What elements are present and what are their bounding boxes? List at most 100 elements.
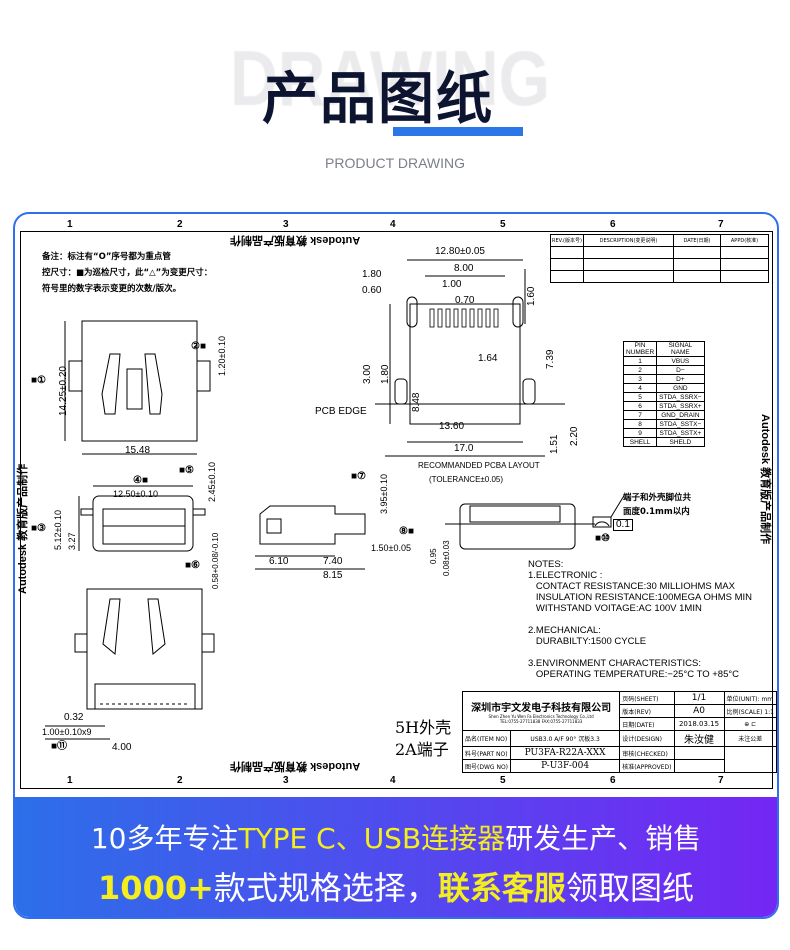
dim-label: 2.45±0.10	[207, 462, 217, 502]
signal-name: VBUS	[656, 356, 705, 366]
tolerance-label: 未注公差	[723, 730, 777, 747]
dim-label: 1.51	[549, 434, 560, 454]
projection-symbol-icon: ⊕ ⊏	[723, 717, 777, 731]
tolerance-box: 0.1	[613, 519, 633, 531]
dim-label: 6.10	[269, 556, 289, 567]
notes: NOTES: 1.ELECTRONIC : CONTACT RESISTANCE…	[528, 559, 752, 680]
drawing-frame	[20, 231, 773, 789]
signal-name: STDA_SSRX−	[656, 392, 705, 402]
pin-number: 6	[622, 401, 658, 411]
dim-label: 4.00	[112, 742, 132, 753]
rev-value: A0	[673, 704, 725, 718]
pin-number: 1	[622, 356, 658, 366]
pin-number: 8	[622, 419, 658, 429]
date-value: 2018.03.15	[673, 717, 725, 731]
banner-text: 10多年专注	[90, 822, 239, 855]
dim-label: 7.39	[545, 349, 556, 369]
drawing-card: 1 2 3 4 5 6 7 1 2 3 4 5 6 7 Autodesk 教育版…	[13, 212, 779, 919]
banner-text: 领取图纸	[565, 869, 694, 907]
column-label: 6	[610, 219, 616, 230]
dim-label: 14.25±0.20	[58, 366, 69, 416]
column-label: 2	[177, 219, 183, 230]
connector-front-view	[78, 485, 206, 552]
dim-label: 17.0	[454, 443, 474, 454]
dim-label: ⑧■	[399, 526, 415, 537]
design-label: 设计(DESIGN)	[619, 730, 675, 747]
signal-name: STDA_SSTX−	[656, 419, 705, 429]
pin-header: PIN NUMBER	[622, 341, 658, 357]
part-value: PU3FA-R22A-XXX	[510, 746, 621, 760]
shell-spec: 5H外壳	[395, 718, 452, 737]
coplanarity-note: 端子和外壳脚位共	[623, 493, 692, 503]
column-label: 1	[67, 219, 73, 230]
connector-flat-profile	[445, 493, 626, 550]
banner-highlight: TYPE C、USB连接器	[238, 822, 506, 855]
contact-service-highlight: 联系客服	[437, 869, 566, 907]
check-label: 审核(CHECKED)	[619, 746, 675, 760]
dim-label: ②■	[191, 341, 207, 352]
pin-number: 9	[622, 428, 658, 438]
connector-side-view	[255, 505, 366, 570]
dim-label: ■⑩	[595, 533, 611, 544]
pin-number: 4	[622, 383, 658, 393]
dim-label: 0.60	[362, 285, 382, 296]
dim-label: RECOMMANDED PCBA LAYOUT	[418, 461, 540, 470]
coplanarity-note: 面度0.1mm以内	[623, 507, 690, 517]
designer-value: 朱汝健	[673, 730, 725, 747]
column-label: 7	[718, 219, 724, 230]
dim-label: 15.48	[125, 445, 151, 456]
page-subtitle: PRODUCT DRAWING	[325, 155, 465, 171]
item-label: 品名(ITEM NO)	[461, 730, 512, 747]
dim-label: 5.12±0.10	[53, 510, 63, 550]
promo-banner: 10多年专注TYPE C、USB连接器研发生产、销售 1000+款式规格选择，联…	[15, 797, 777, 917]
dim-label: 1.64	[478, 353, 498, 364]
approve-label: 核准(APPROVED)	[619, 759, 675, 773]
dim-label: 3.27	[67, 532, 77, 550]
dim-label: PCB EDGE	[315, 406, 367, 417]
column-label: 3	[283, 775, 289, 786]
pin-number: 2	[622, 365, 658, 375]
dim-label: 3.95±0.10	[379, 474, 389, 514]
column-label: 4	[390, 219, 396, 230]
dim-label: 1.60	[526, 286, 537, 306]
terminal-spec: 2A端子	[395, 740, 449, 759]
part-label: 料号(PART NO)	[461, 746, 512, 760]
signal-name: SHELD	[656, 437, 705, 447]
company-name: 深圳市宇文发电子科技有限公司	[471, 702, 612, 714]
dim-label: ■③	[31, 523, 47, 534]
column-label: 2	[177, 775, 183, 786]
date-label: 日期(DATE)	[619, 717, 675, 731]
background-word-graphic	[230, 40, 560, 120]
dim-label: ■⑦	[351, 471, 367, 482]
pin-number: 7	[622, 410, 658, 420]
connector-bottom-view	[45, 588, 215, 740]
signal-name: GND_DRAIN	[656, 410, 705, 420]
page-title: 产品图纸	[262, 67, 494, 132]
remark-line: 符号里的数字表示变更的次数/版次。	[42, 284, 182, 294]
dim-label: 7.40	[323, 556, 343, 567]
signal-name: STDA_SSTX+	[656, 428, 705, 438]
title-underline	[393, 127, 523, 136]
banner-line-2: 1000+款式规格选择，联系客服领取图纸	[15, 863, 777, 909]
revision-table: REV.(版本号)DESCRIPTION(变更说明)DATE(日期)APPD(核…	[550, 234, 769, 283]
dim-label: 1.80	[362, 269, 382, 280]
dim-label: ■⑤	[179, 465, 195, 476]
dim-label: 0.08±0.03	[442, 540, 451, 576]
dim-label: 12.50±0.10	[113, 489, 158, 499]
dim-label: 12.80±0.05	[435, 246, 485, 257]
signal-name: D+	[656, 374, 705, 384]
pin-number: SHELL	[622, 437, 658, 447]
dwg-value: P-U3F-004	[510, 759, 621, 773]
pin-number: 5	[622, 392, 658, 402]
sheet-label: 页码(SHEET)	[619, 691, 675, 705]
signal-name: D−	[656, 365, 705, 375]
dim-label: ■⑪	[51, 741, 68, 752]
signal-name: GND	[656, 383, 705, 393]
